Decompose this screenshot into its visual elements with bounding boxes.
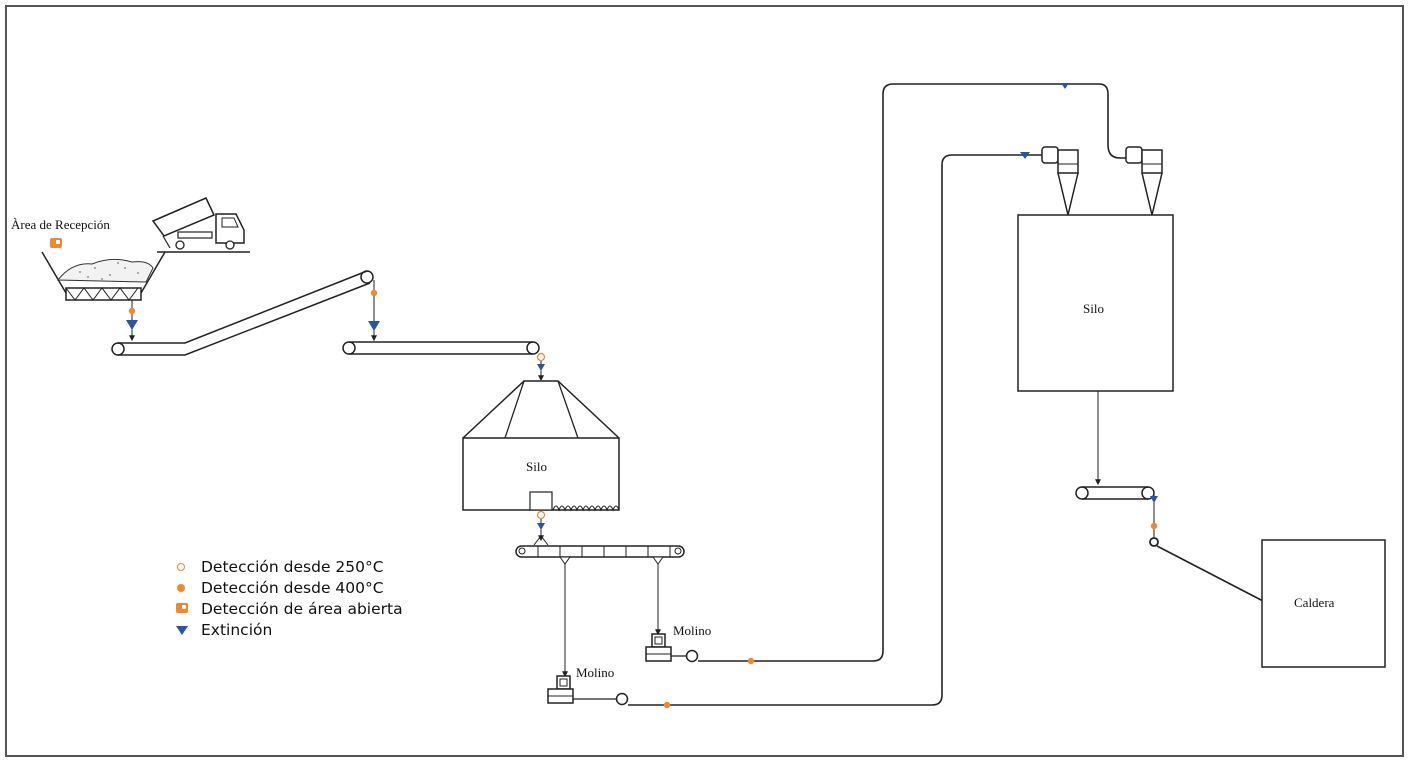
mill-upper-label: Molino [673,623,711,638]
silo-large [1017,214,1174,392]
legend-item-400: Detección desde 400°C [176,577,403,598]
open-circle-icon [176,560,198,574]
extinction-nozzle-icon [368,321,380,331]
mill-lower-label: Molino [576,665,614,680]
legend-label: Detección de área abierta [201,599,403,618]
legend-label: Detección desde 400°C [201,578,384,597]
mill-lower-icon [547,675,629,706]
detection-dot [1150,522,1158,530]
detection-open-circle [536,352,546,362]
boiler-feed-conveyor [1075,486,1155,500]
legend: Detección desde 250°C Detección desde 40… [176,556,403,640]
triangle-down-icon [176,623,198,637]
filled-dot-icon [176,581,198,595]
outer-frame [5,5,1404,757]
cyclone-left [1041,146,1079,216]
extinction-nozzle-icon [1020,152,1030,159]
open-area-detection-icon [50,238,62,248]
reception-area-label: Àrea de Recepción [11,217,110,232]
silo-small [462,380,620,512]
legend-item-open-area: Detección de área abierta [176,598,403,619]
silo-large-label: Silo [1083,301,1104,316]
detection-dot [128,307,136,315]
inclined-conveyor [111,270,374,356]
extinction-nozzle-icon [126,320,138,330]
extinction-nozzle-icon [537,523,545,530]
duct-upper-mill [698,83,1126,662]
open-area-icon [176,602,198,616]
detection-dot [747,657,755,665]
legend-item-extinction: Extinción [176,619,403,640]
detection-dot [663,701,671,709]
extinction-nozzle-icon [1150,496,1158,503]
extinction-nozzle-icon [1061,83,1069,89]
boiler-label: Caldera [1294,595,1335,610]
cyclone-right [1125,146,1163,216]
horizontal-conveyor [342,341,540,355]
legend-item-250: Detección desde 250°C [176,556,403,577]
reception-hopper [41,251,166,301]
detection-dot [370,289,378,297]
legend-label: Extinción [201,620,273,639]
distribution-conveyor [515,545,685,565]
mill-upper-icon [645,633,699,663]
rotary-valve-icon [1149,537,1159,547]
boiler [1261,539,1386,668]
silo-small-label: Silo [526,459,547,474]
detection-open-circle [536,510,546,520]
legend-label: Detección desde 250°C [201,557,384,576]
truck-icon [151,197,250,253]
duct-lower-mill [628,154,1042,706]
extinction-nozzle-icon [537,364,545,371]
